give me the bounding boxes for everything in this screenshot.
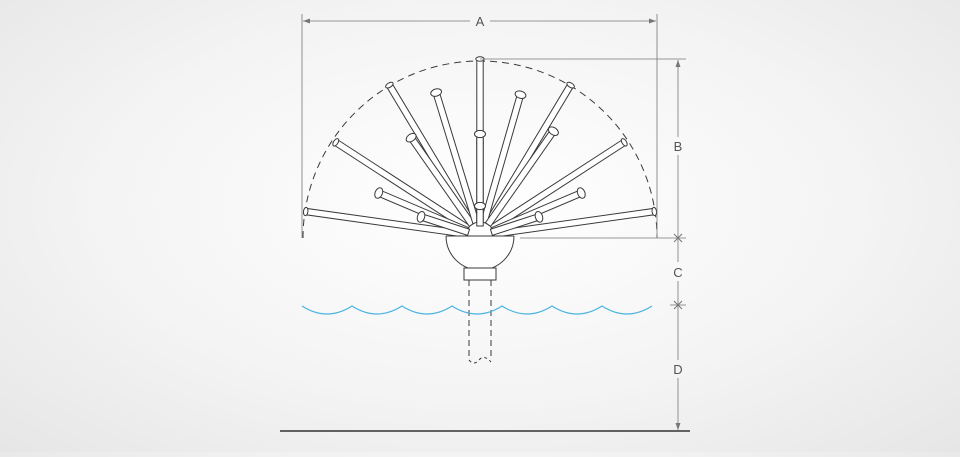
nozzle-icon [385, 81, 394, 89]
nozzle-icon [651, 206, 658, 217]
nozzle-icon [474, 129, 486, 139]
dimension-vertical [480, 58, 686, 430]
nozzle-icon [374, 187, 384, 199]
dimension-label-d: D [673, 362, 682, 377]
nozzle-icon [416, 210, 426, 223]
dimension-a [301, 14, 658, 238]
dimension-label-c: C [673, 265, 682, 280]
nozzle-icon [534, 210, 544, 223]
dimension-label-a: A [476, 14, 485, 29]
nozzle-icon [620, 138, 628, 147]
hub-sphere [445, 235, 515, 271]
nozzle-icon [514, 90, 527, 99]
nozzle-array [302, 56, 658, 238]
nozzle-icon [474, 201, 486, 211]
coupling [463, 267, 497, 281]
nozzle-icon [332, 138, 340, 147]
nozzle-icon [576, 187, 586, 199]
nozzle-icon [302, 206, 309, 217]
dimension-label-b: B [674, 139, 683, 154]
nozzle-icon [566, 81, 575, 89]
supply-pipe [468, 280, 492, 364]
water-surface-icon [301, 305, 653, 315]
nozzle-icon [405, 132, 417, 143]
nozzle-icon [547, 126, 559, 136]
nozzle-icon [430, 88, 443, 97]
